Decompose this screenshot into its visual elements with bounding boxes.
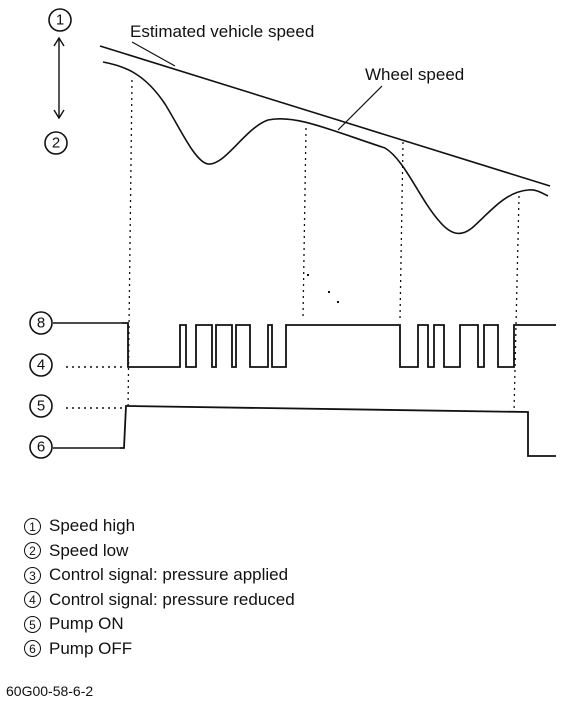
estimated-speed-leader <box>131 41 176 67</box>
legend-text: Speed high <box>49 516 136 535</box>
wheel-speed-curve <box>102 61 549 235</box>
legend: 1 Speed high 2 Speed low 3 Control signa… <box>24 514 295 661</box>
pressure-reduced-marker: 4 <box>29 353 124 377</box>
control-signal-waveform <box>122 322 556 368</box>
legend-number: 6 <box>24 640 41 658</box>
legend-text: Pump OFF <box>49 638 133 658</box>
legend-item-speed-high: 1 Speed high <box>24 514 295 539</box>
legend-text: Control signal: pressure reduced <box>49 589 295 609</box>
legend-item-speed-low: 2 Speed low <box>24 539 295 564</box>
legend-number: 1 <box>24 517 41 535</box>
estimated-speed-label: Estimated vehicle speed <box>130 22 314 41</box>
svg-text:4: 4 <box>37 357 45 374</box>
svg-text:8: 8 <box>37 315 45 332</box>
scan-specks <box>307 274 339 303</box>
pressure-applied-marker: 8 <box>29 311 122 335</box>
legend-number: 3 <box>24 566 41 584</box>
speed-range-arrow <box>53 36 65 120</box>
speed-low-marker: 2 <box>44 131 68 155</box>
wheel-speed-leader <box>337 85 383 131</box>
legend-number: 5 <box>24 615 41 633</box>
legend-item-pump-on: 5 Pump ON <box>24 612 295 637</box>
time-markers <box>127 79 520 413</box>
legend-text: Pump ON <box>49 614 124 633</box>
svg-text:2: 2 <box>52 135 60 152</box>
pump-on-marker: 5 <box>29 394 126 418</box>
pump-off-marker: 6 <box>29 435 120 459</box>
legend-item-pump-off: 6 Pump OFF <box>24 637 295 662</box>
legend-text: Speed low <box>49 540 129 560</box>
legend-item-pressure-applied: 3 Control signal: pressure applied <box>24 563 295 588</box>
svg-text:6: 6 <box>37 439 45 456</box>
svg-text:1: 1 <box>56 12 64 29</box>
speed-high-marker: 1 <box>48 8 72 32</box>
legend-number: 2 <box>24 542 41 560</box>
estimated-speed-line <box>99 45 551 187</box>
abs-timing-diagram: 1 2 Estimated vehicle speed Wheel speed … <box>29 8 556 459</box>
figure-code: 60G00-58-6-2 <box>6 683 94 699</box>
pump-signal-waveform <box>120 405 556 457</box>
legend-item-pressure-reduced: 4 Control signal: pressure reduced <box>24 588 295 613</box>
legend-text: Control signal: pressure applied <box>49 565 289 584</box>
legend-number: 4 <box>24 591 41 609</box>
wheel-speed-label: Wheel speed <box>365 65 464 84</box>
svg-text:5: 5 <box>37 398 45 415</box>
